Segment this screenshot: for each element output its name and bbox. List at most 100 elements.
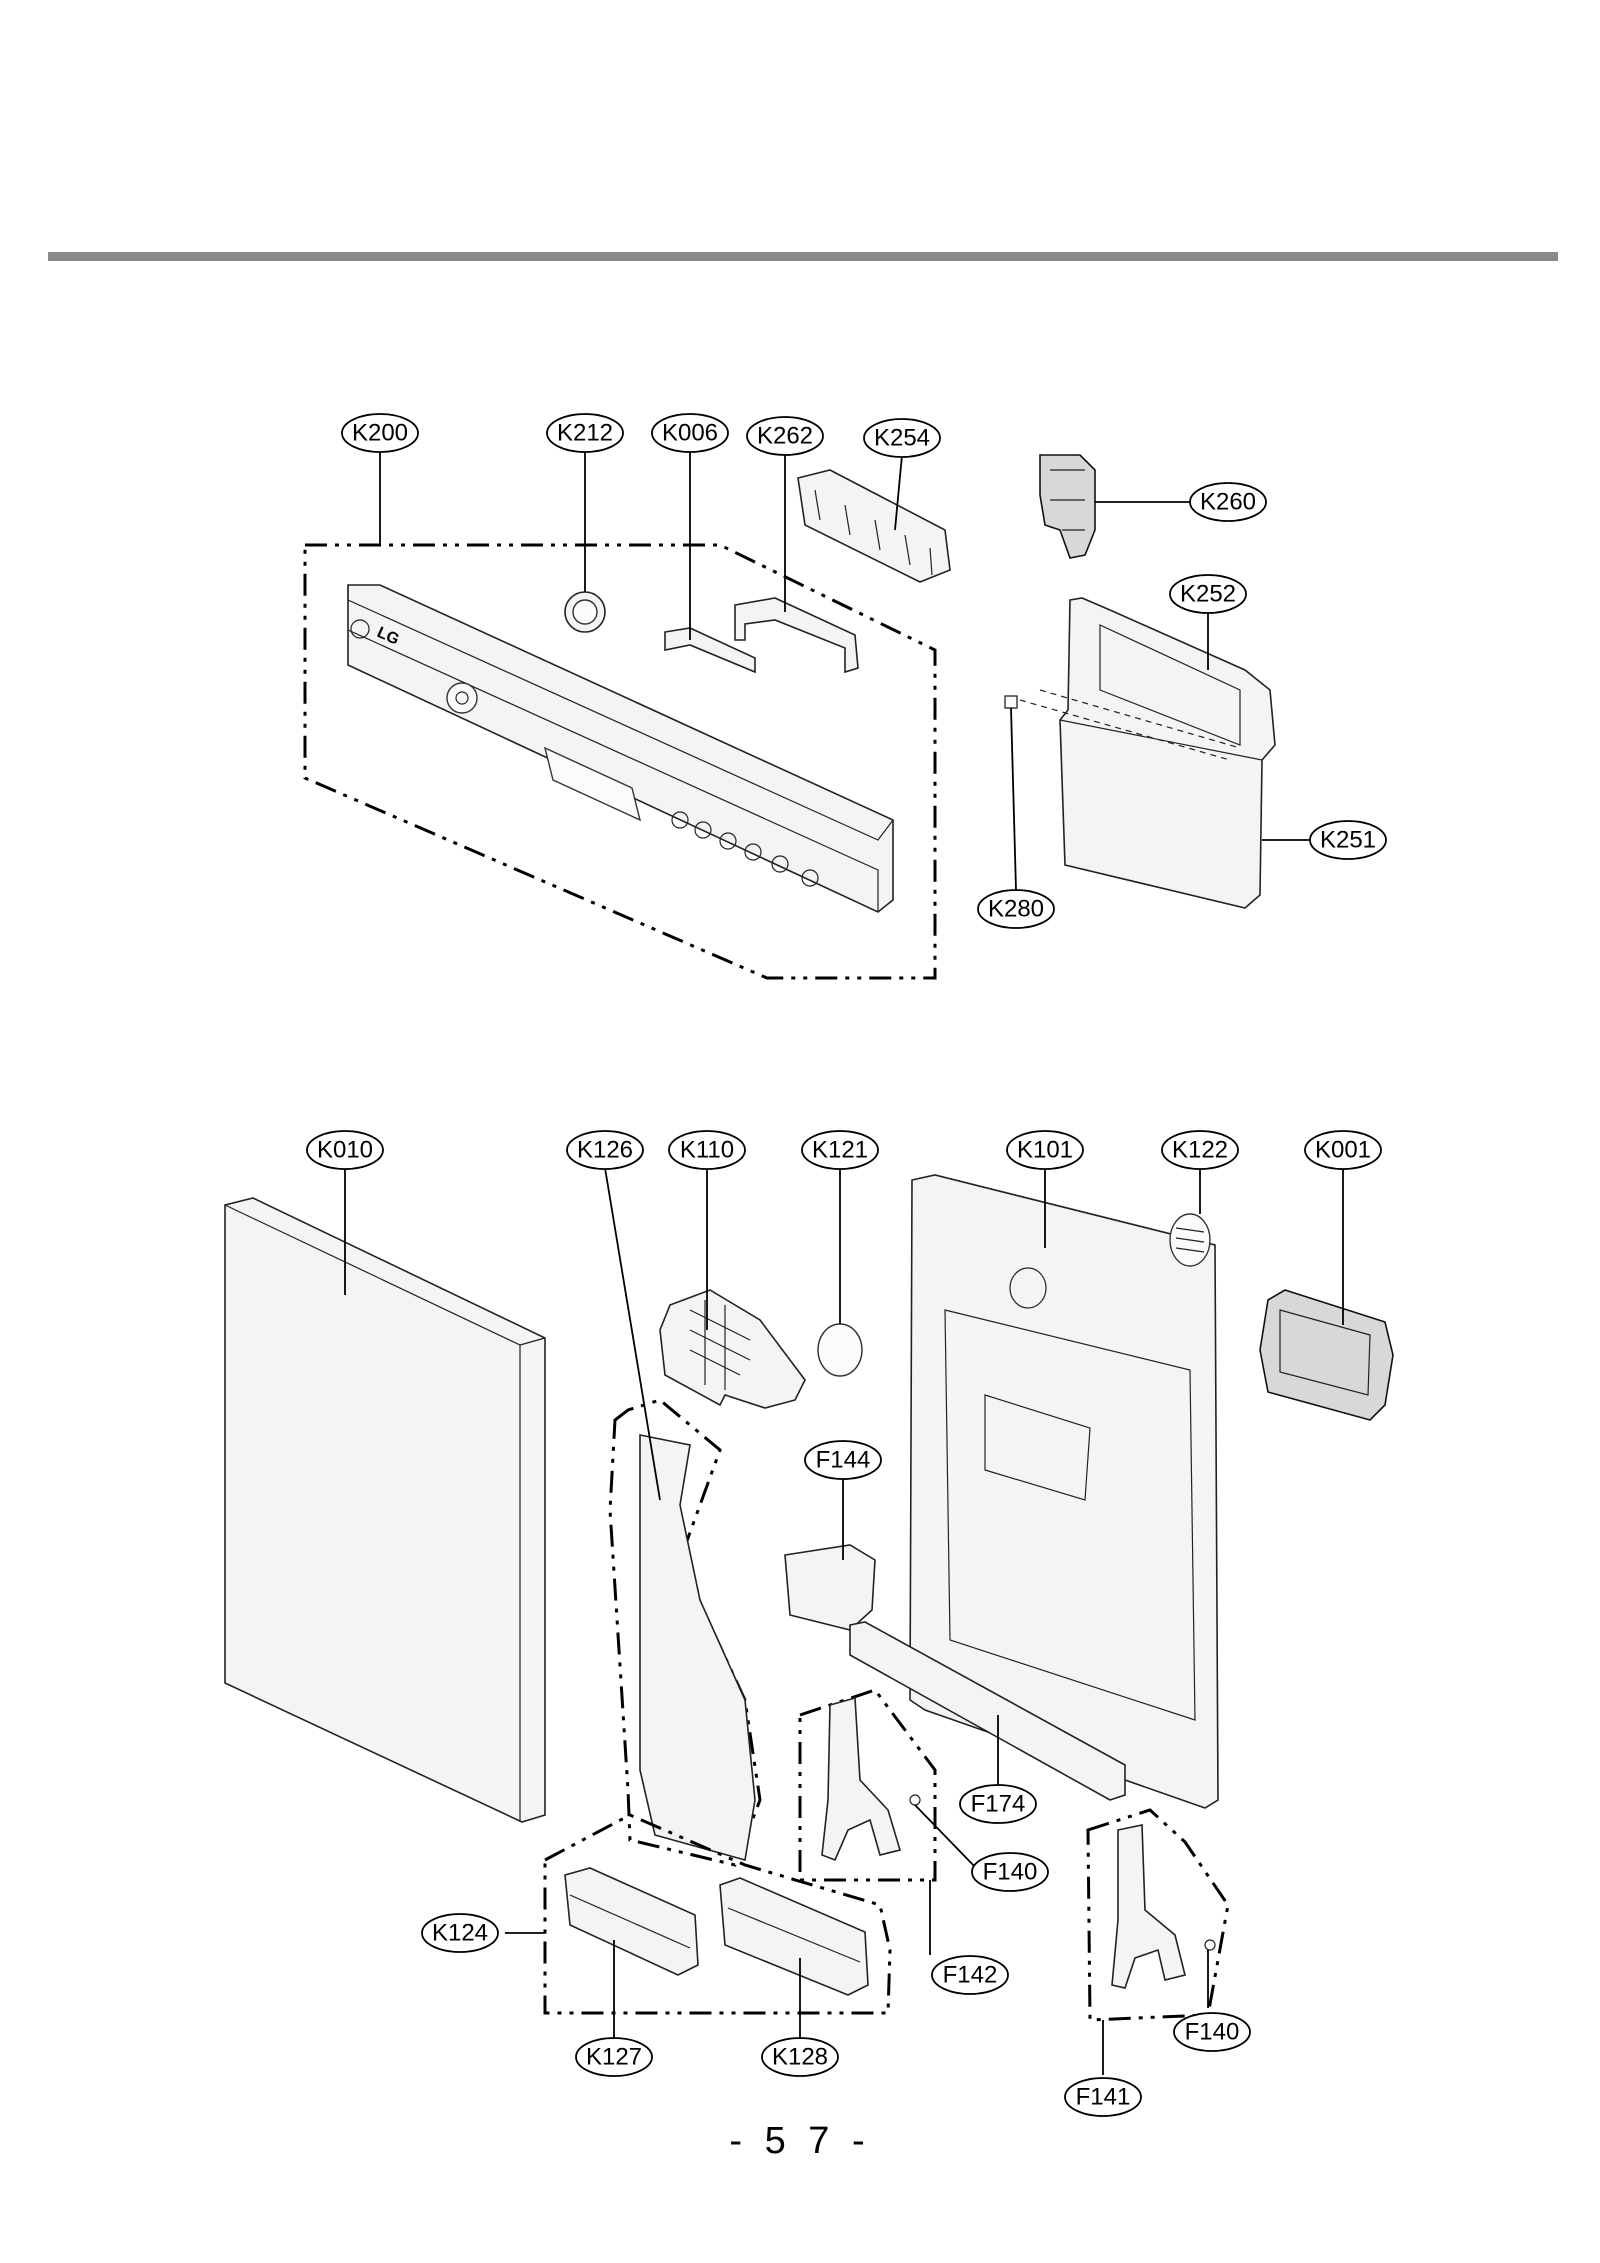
door-switch-detail	[1050, 469, 1085, 531]
control-panel-assembly: LG	[303, 469, 951, 980]
control-panel-top-edge	[347, 585, 894, 912]
lower-cover-part-1-detail	[569, 1894, 691, 1949]
door-panel-edge	[224, 1204, 546, 1822]
svg-text:K126: K126	[577, 1137, 633, 1164]
lower-cover-part-1	[564, 1867, 699, 1976]
panel-button-5	[771, 855, 789, 873]
leader-k254	[894, 454, 903, 531]
callout-k006: K006	[651, 413, 729, 453]
frame-part	[797, 469, 951, 583]
callout-k200: K200	[341, 413, 419, 453]
inner-door-recess	[944, 1309, 1196, 1721]
svg-text:K010: K010	[317, 1137, 373, 1164]
door-switch-part	[1039, 454, 1096, 559]
bottom-rail-part	[849, 1621, 1126, 1801]
group-border-f142	[798, 1688, 937, 1882]
group-border-f141	[1086, 1808, 1230, 2022]
hinge-part-right	[1111, 1824, 1186, 1989]
svg-text:K280: K280	[988, 896, 1044, 923]
control-panel	[347, 584, 894, 913]
callout-f174: F174	[959, 1784, 1037, 1824]
panel-button-1	[671, 811, 689, 829]
svg-text:K101: K101	[1017, 1137, 1073, 1164]
group-border-k200	[303, 543, 937, 980]
panel-knob	[446, 682, 478, 714]
svg-text:F140: F140	[1185, 2019, 1240, 2046]
svg-text:K200: K200	[352, 420, 408, 447]
insulation-part	[784, 1544, 876, 1631]
group-border-k126	[608, 1398, 762, 1867]
svg-text:K122: K122	[1172, 1137, 1228, 1164]
svg-text:K110: K110	[680, 1137, 734, 1164]
callout-k254: K254	[863, 418, 941, 458]
callout-k101: K101	[1006, 1130, 1084, 1170]
callout-f140-b: F140	[1173, 2012, 1251, 2052]
door-panel-part	[224, 1197, 546, 1823]
callout-k127: K127	[575, 2037, 653, 2077]
callout-k212: K212	[546, 413, 624, 453]
pcb-box-part	[1059, 597, 1276, 909]
callout-k251: K251	[1309, 820, 1387, 860]
panel-knob-center	[455, 691, 469, 705]
control-housing-assembly	[1004, 597, 1276, 909]
callout-f144: F144	[804, 1440, 882, 1480]
callout-k262: K262	[746, 416, 824, 456]
svg-text:K124: K124	[432, 1920, 488, 1947]
panel-button-2	[694, 821, 712, 839]
knob-ring-inner	[572, 599, 598, 625]
svg-text:K262: K262	[757, 423, 813, 450]
dispenser-cover-grid	[689, 1300, 751, 1390]
door-switch-body	[1039, 454, 1096, 559]
hinge-pin-left	[909, 1794, 921, 1806]
vent-slots	[1175, 1227, 1205, 1253]
svg-text:F144: F144	[816, 1447, 871, 1474]
header-rule	[48, 252, 1558, 261]
inner-door-vent	[984, 1394, 1091, 1501]
svg-text:F142: F142	[943, 1962, 998, 1989]
lower-cover-part-2-detail	[727, 1907, 861, 1963]
callout-k280: K280	[977, 889, 1055, 929]
leader-k126	[604, 1167, 661, 1501]
dispenser-detail	[1279, 1309, 1371, 1396]
svg-text:F140: F140	[983, 1859, 1038, 1886]
leader-lines	[344, 452, 1344, 2075]
panel-button-6	[801, 869, 819, 887]
svg-text:K006: K006	[662, 420, 718, 447]
svg-text:K254: K254	[874, 425, 930, 452]
callout-k260: K260	[1189, 482, 1267, 522]
callouts: K200 K212 K006 K262 K254 K260 K252 K251 …	[306, 413, 1387, 2117]
panel-display-window	[543, 746, 642, 822]
svg-text:K260: K260	[1200, 489, 1256, 516]
callout-f141: F141	[1064, 2077, 1142, 2117]
lower-cover-part-2	[719, 1877, 869, 1996]
bracket-part	[734, 597, 859, 674]
callout-f142: F142	[931, 1955, 1009, 1995]
panel-button-3	[719, 832, 737, 850]
cable-duct-part	[639, 1434, 756, 1862]
callout-k001: K001	[1304, 1130, 1382, 1170]
hinge-pin-right	[1204, 1939, 1216, 1951]
group-border-k124	[543, 1813, 892, 2015]
svg-text:K251: K251	[1320, 827, 1376, 854]
door-assembly	[224, 1174, 1394, 2022]
svg-text:K212: K212	[557, 420, 613, 447]
pcb-box-dashed	[1019, 689, 1241, 761]
callout-k110: K110	[668, 1130, 746, 1170]
lg-logo-icon	[350, 619, 370, 639]
inner-door-port	[1009, 1267, 1047, 1309]
frame-part-ribs	[814, 489, 933, 576]
svg-text:F141: F141	[1076, 2084, 1131, 2111]
panel-button-4	[744, 843, 762, 861]
hinge-part-left	[821, 1696, 902, 1862]
dispenser-cover-part	[659, 1289, 806, 1409]
callout-k126: K126	[566, 1130, 644, 1170]
dispenser-part	[1259, 1289, 1394, 1421]
callout-k122: K122	[1161, 1130, 1239, 1170]
callout-k124: K124	[421, 1913, 499, 1953]
callout-k128: K128	[761, 2037, 839, 2077]
svg-text:F174: F174	[971, 1791, 1026, 1818]
leader-f140a	[914, 1804, 979, 1871]
seal-ring-part	[817, 1323, 863, 1377]
svg-text:K001: K001	[1315, 1137, 1371, 1164]
